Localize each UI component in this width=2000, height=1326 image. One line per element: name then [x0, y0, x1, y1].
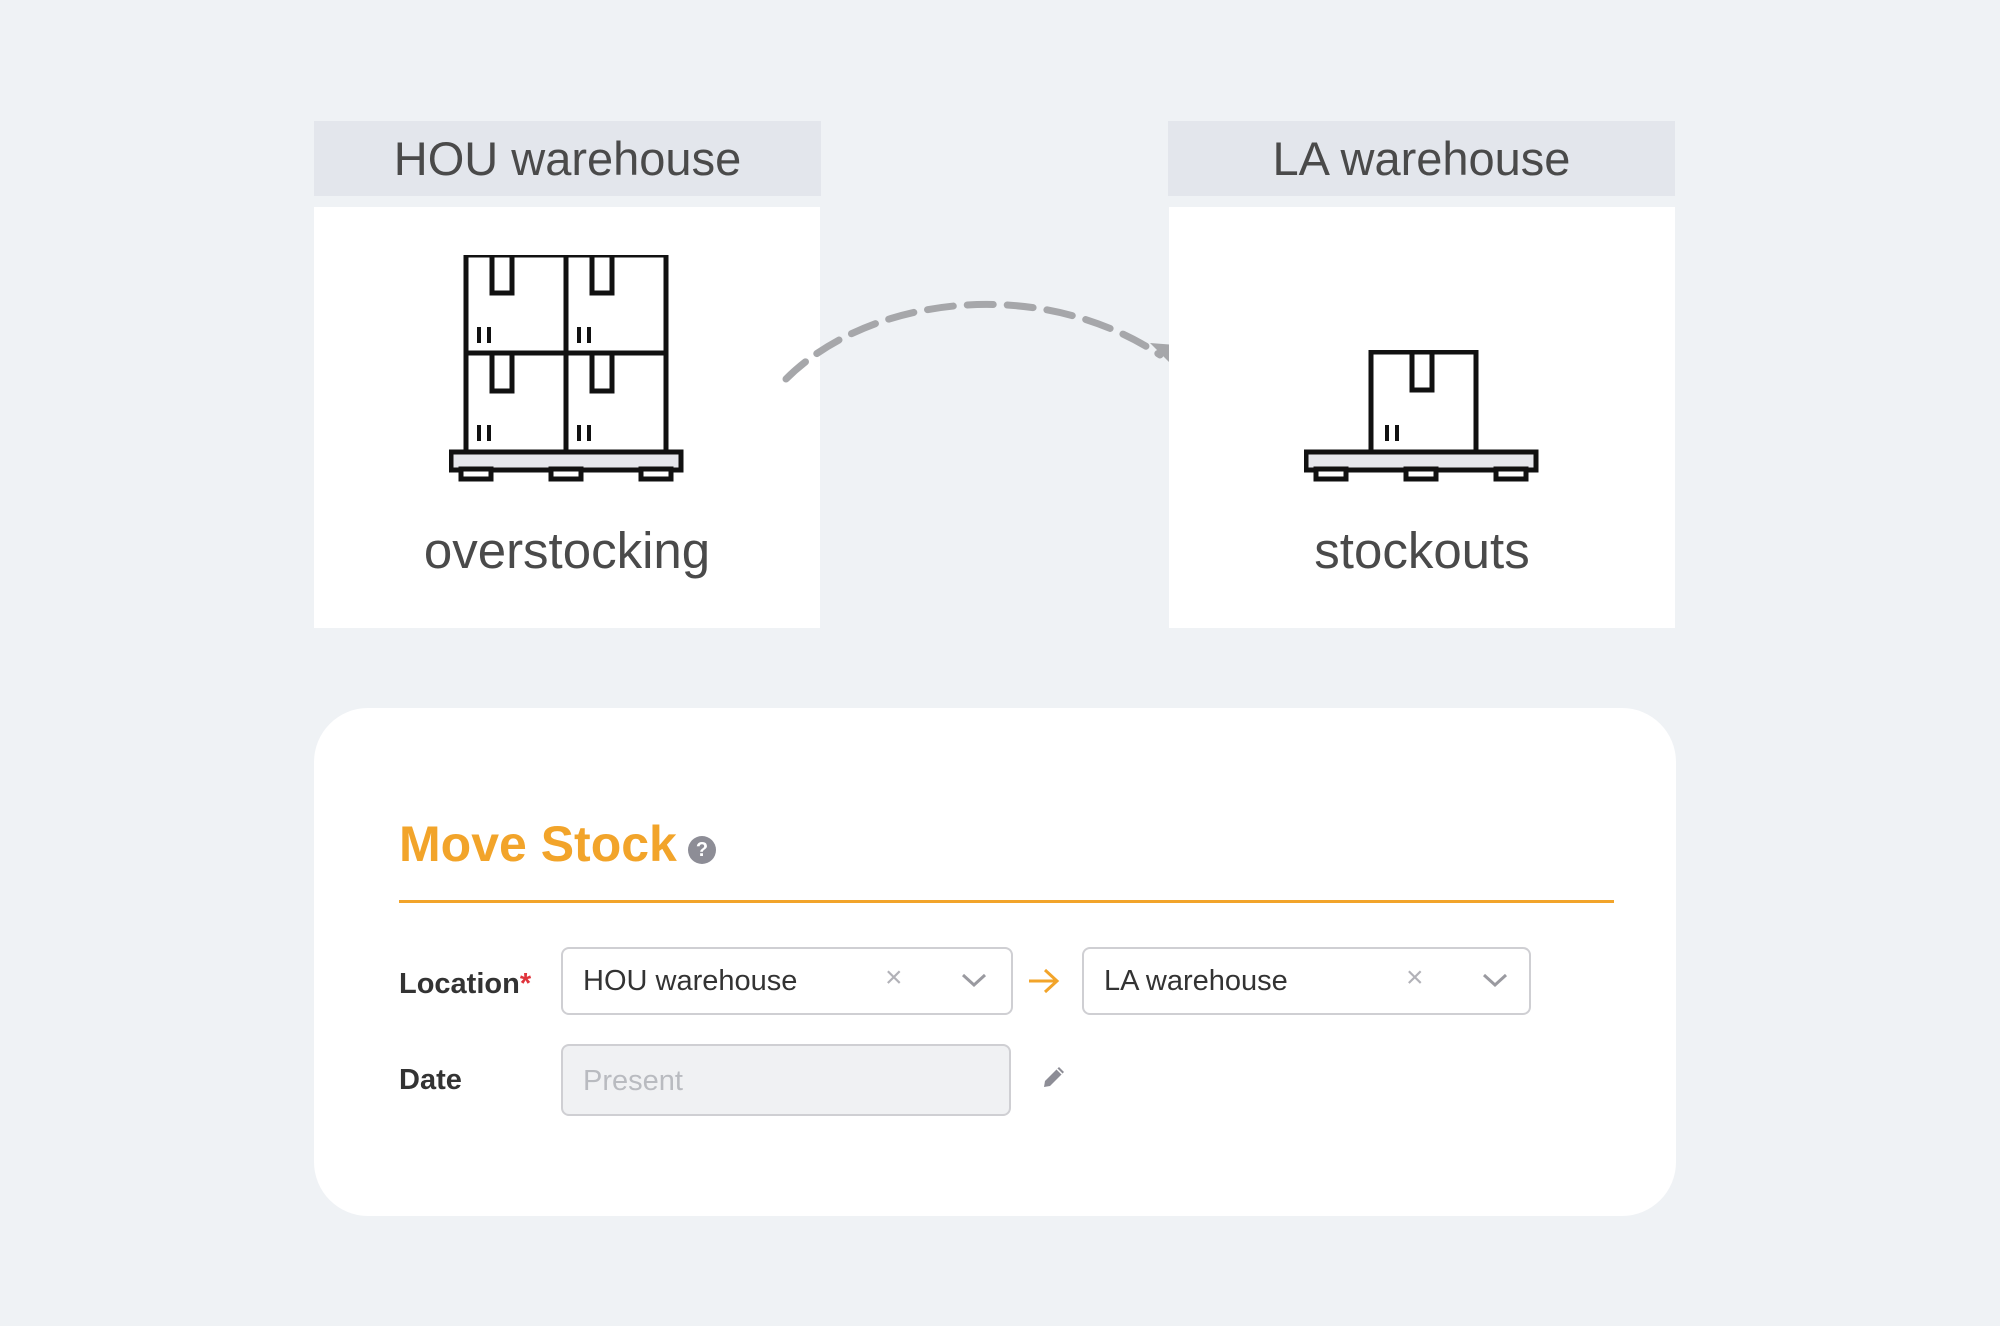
destination-warehouse-name: LA warehouse: [1272, 132, 1571, 185]
source-warehouse-card: overstocking: [314, 207, 820, 628]
pallet-one-box-icon: [1304, 350, 1539, 482]
move-stock-panel: Move Stock ? Location* HOU warehouse × L…: [314, 708, 1676, 1216]
destination-warehouse-header: LA warehouse: [1168, 121, 1675, 196]
to-location-chevron-down-icon[interactable]: [1482, 972, 1508, 988]
date-placeholder: Present: [583, 1065, 683, 1097]
source-warehouse-name: HOU warehouse: [393, 132, 742, 185]
dashed-curved-arrow-icon: [782, 300, 1204, 397]
pallet-four-boxes-icon: [449, 255, 684, 482]
from-location-chevron-down-icon[interactable]: [961, 972, 987, 988]
panel-title: Move Stock: [399, 816, 677, 872]
help-glyph: ?: [695, 839, 709, 861]
to-location-value: LA warehouse: [1104, 965, 1288, 997]
pencil-icon[interactable]: [1040, 1063, 1068, 1091]
to-location-clear-icon[interactable]: ×: [1406, 961, 1424, 994]
location-label-text: Location: [399, 968, 520, 1000]
destination-warehouse-card: stockouts: [1169, 207, 1675, 628]
arrow-right-icon: [1029, 968, 1060, 994]
from-location-select[interactable]: HOU warehouse ×: [561, 947, 1013, 1015]
from-location-value: HOU warehouse: [583, 965, 798, 997]
source-warehouse-header: HOU warehouse: [314, 121, 821, 196]
title-divider: [399, 900, 1614, 903]
from-location-clear-icon[interactable]: ×: [885, 961, 903, 994]
source-status-label: overstocking: [423, 522, 711, 579]
date-field[interactable]: Present: [561, 1044, 1011, 1116]
destination-status-label: stockouts: [1314, 522, 1530, 579]
required-mark: *: [519, 968, 532, 1000]
help-icon[interactable]: ?: [688, 836, 716, 864]
location-label: Location*: [399, 970, 531, 999]
to-location-select[interactable]: LA warehouse ×: [1082, 947, 1531, 1015]
date-label: Date: [399, 1064, 462, 1096]
